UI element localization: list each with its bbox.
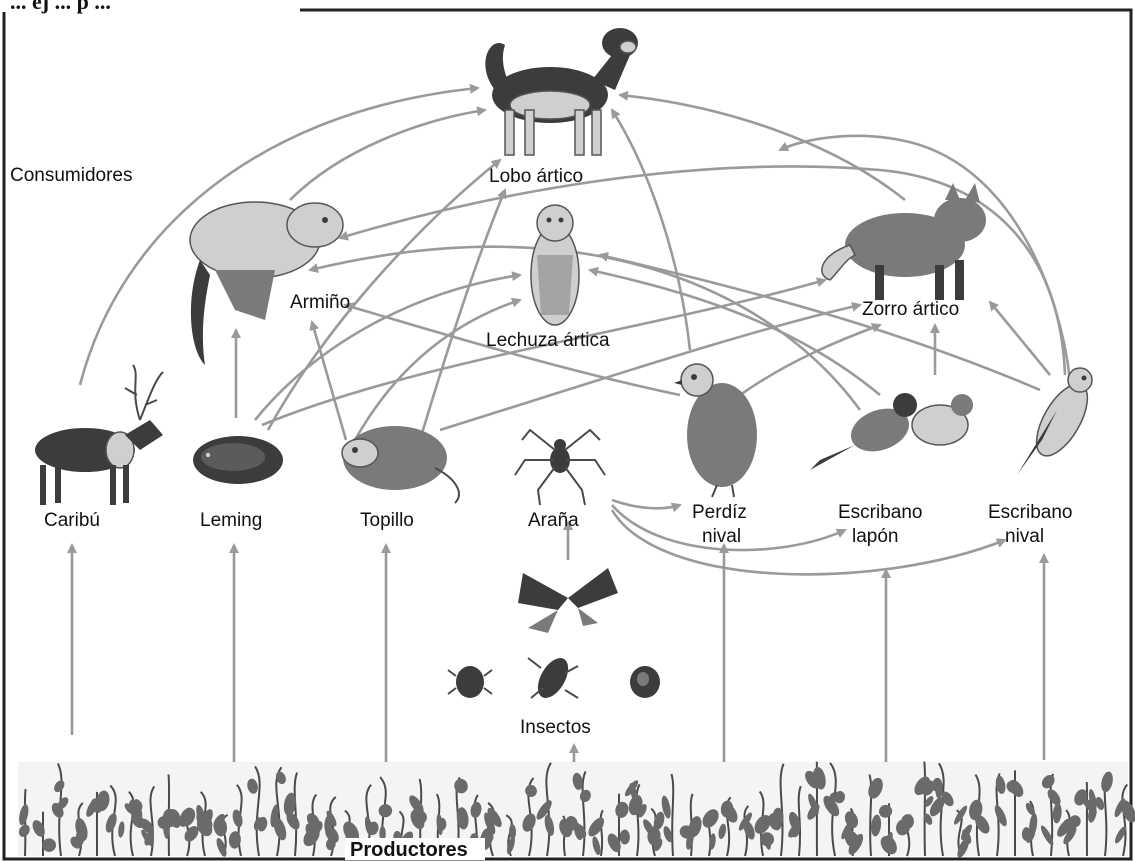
ptarmigan-icon	[674, 364, 757, 497]
stoat-icon	[190, 202, 343, 365]
plants-icon	[17, 761, 1135, 861]
plant-stem	[924, 761, 925, 856]
label-bunting-2: nival	[1005, 526, 1044, 547]
arrow-ptarmigan-wolf	[612, 110, 690, 350]
arrow-stoat-wolf	[290, 110, 485, 200]
spider-icon	[515, 430, 605, 505]
label-spider: Araña	[528, 510, 579, 531]
arrow-bunting-fox	[990, 302, 1050, 375]
label-vole: Topillo	[360, 510, 414, 531]
caribou-icon	[35, 365, 163, 505]
arrow-vole-stoat	[312, 322, 346, 440]
wolf-icon	[485, 28, 638, 155]
butterfly-icon	[518, 568, 618, 633]
vole-icon	[342, 426, 459, 503]
label-consumers: Consumidores	[10, 165, 133, 186]
longspur-icon	[810, 393, 973, 470]
label-insects: Insectos	[520, 717, 591, 738]
owl-icon	[531, 205, 579, 325]
label-stoat: Armiño	[290, 292, 350, 313]
beetle-icon-3	[630, 666, 660, 698]
label-bunting-1: Escribano	[988, 502, 1073, 523]
label-lemming: Leming	[200, 510, 262, 531]
beetle-icon-2	[528, 653, 578, 703]
label-owl: Lechuza ártica	[486, 330, 610, 351]
arrow-ptarmigan-fox	[740, 325, 880, 395]
label-fox: Zorro ártico	[862, 299, 959, 320]
label-producers: Productores	[350, 839, 468, 861]
label-caribou: Caribú	[44, 510, 100, 531]
arrow-vole-fox	[440, 305, 860, 430]
arrow-fox-wolf	[620, 95, 905, 200]
label-ptarmigan-1: Perdíz	[692, 502, 747, 523]
label-wolf: Lobo ártico	[489, 166, 583, 187]
label-longspur-1: Escribano	[838, 502, 923, 523]
lemming-icon	[193, 436, 283, 484]
arrow-bunting-owl	[600, 255, 1040, 390]
arrow-vole-wolf	[420, 190, 505, 440]
beetle-icon	[448, 666, 492, 698]
arrow-spider-ptarmigan	[612, 500, 680, 508]
header-fragment: ... ej ... p ...	[10, 0, 111, 14]
label-ptarmigan-2: nival	[702, 526, 741, 547]
label-longspur-2: lapón	[852, 526, 899, 547]
